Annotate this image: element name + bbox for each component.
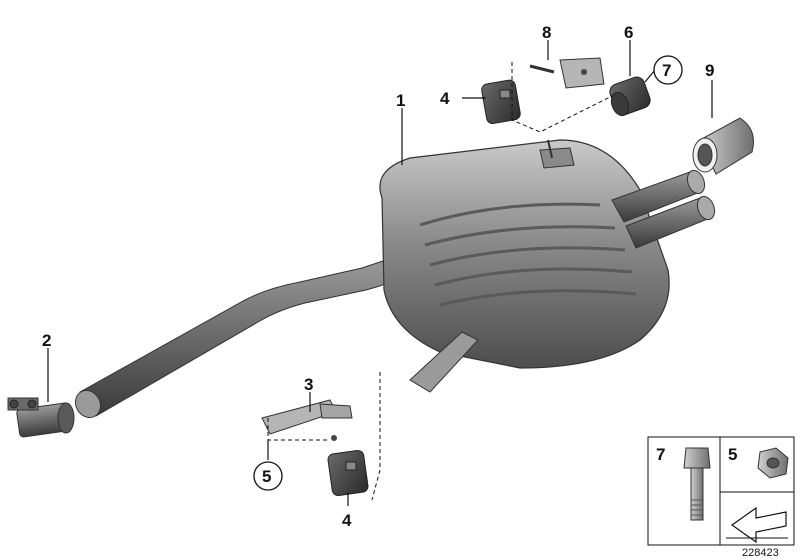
- rubber-mount-bottom: [327, 449, 369, 497]
- callout-4-top: 4: [440, 89, 450, 108]
- legend-box: 7 5: [647, 436, 795, 546]
- callout-7-circle: 7: [653, 55, 683, 85]
- nut-icon: [757, 447, 789, 479]
- tailpipe-trim: [692, 117, 754, 175]
- callout-8: 8: [542, 23, 551, 42]
- callout-3: 3: [304, 375, 313, 394]
- callout-6: 6: [624, 23, 633, 42]
- callout-9: 9: [705, 61, 714, 80]
- legend-item-bolt-number: 7: [656, 445, 665, 464]
- isolator: [609, 76, 651, 117]
- callout-7: 7: [662, 61, 671, 80]
- top-bracket: [529, 57, 605, 89]
- callout-1: 1: [396, 91, 405, 110]
- rubber-mount-top: [481, 79, 521, 125]
- pipe-clamp: [7, 397, 75, 438]
- callout-5: 5: [262, 467, 271, 486]
- arrow-icon: [726, 506, 788, 544]
- callout-4-bottom: 4: [342, 511, 352, 530]
- assembly-line-bottom: [371, 372, 381, 501]
- tailpipes: [611, 169, 716, 249]
- diagram-number: 228423: [742, 547, 779, 559]
- rear-muffler: [379, 139, 670, 393]
- callout-2: 2: [42, 331, 51, 350]
- front-pipe: [74, 257, 397, 419]
- bottom-bracket: [261, 399, 353, 441]
- bolt-icon: [683, 447, 711, 521]
- assembly-line-top: [511, 62, 613, 133]
- legend-item-nut-number: 5: [728, 445, 737, 464]
- callout-5-circle: 5: [253, 461, 283, 491]
